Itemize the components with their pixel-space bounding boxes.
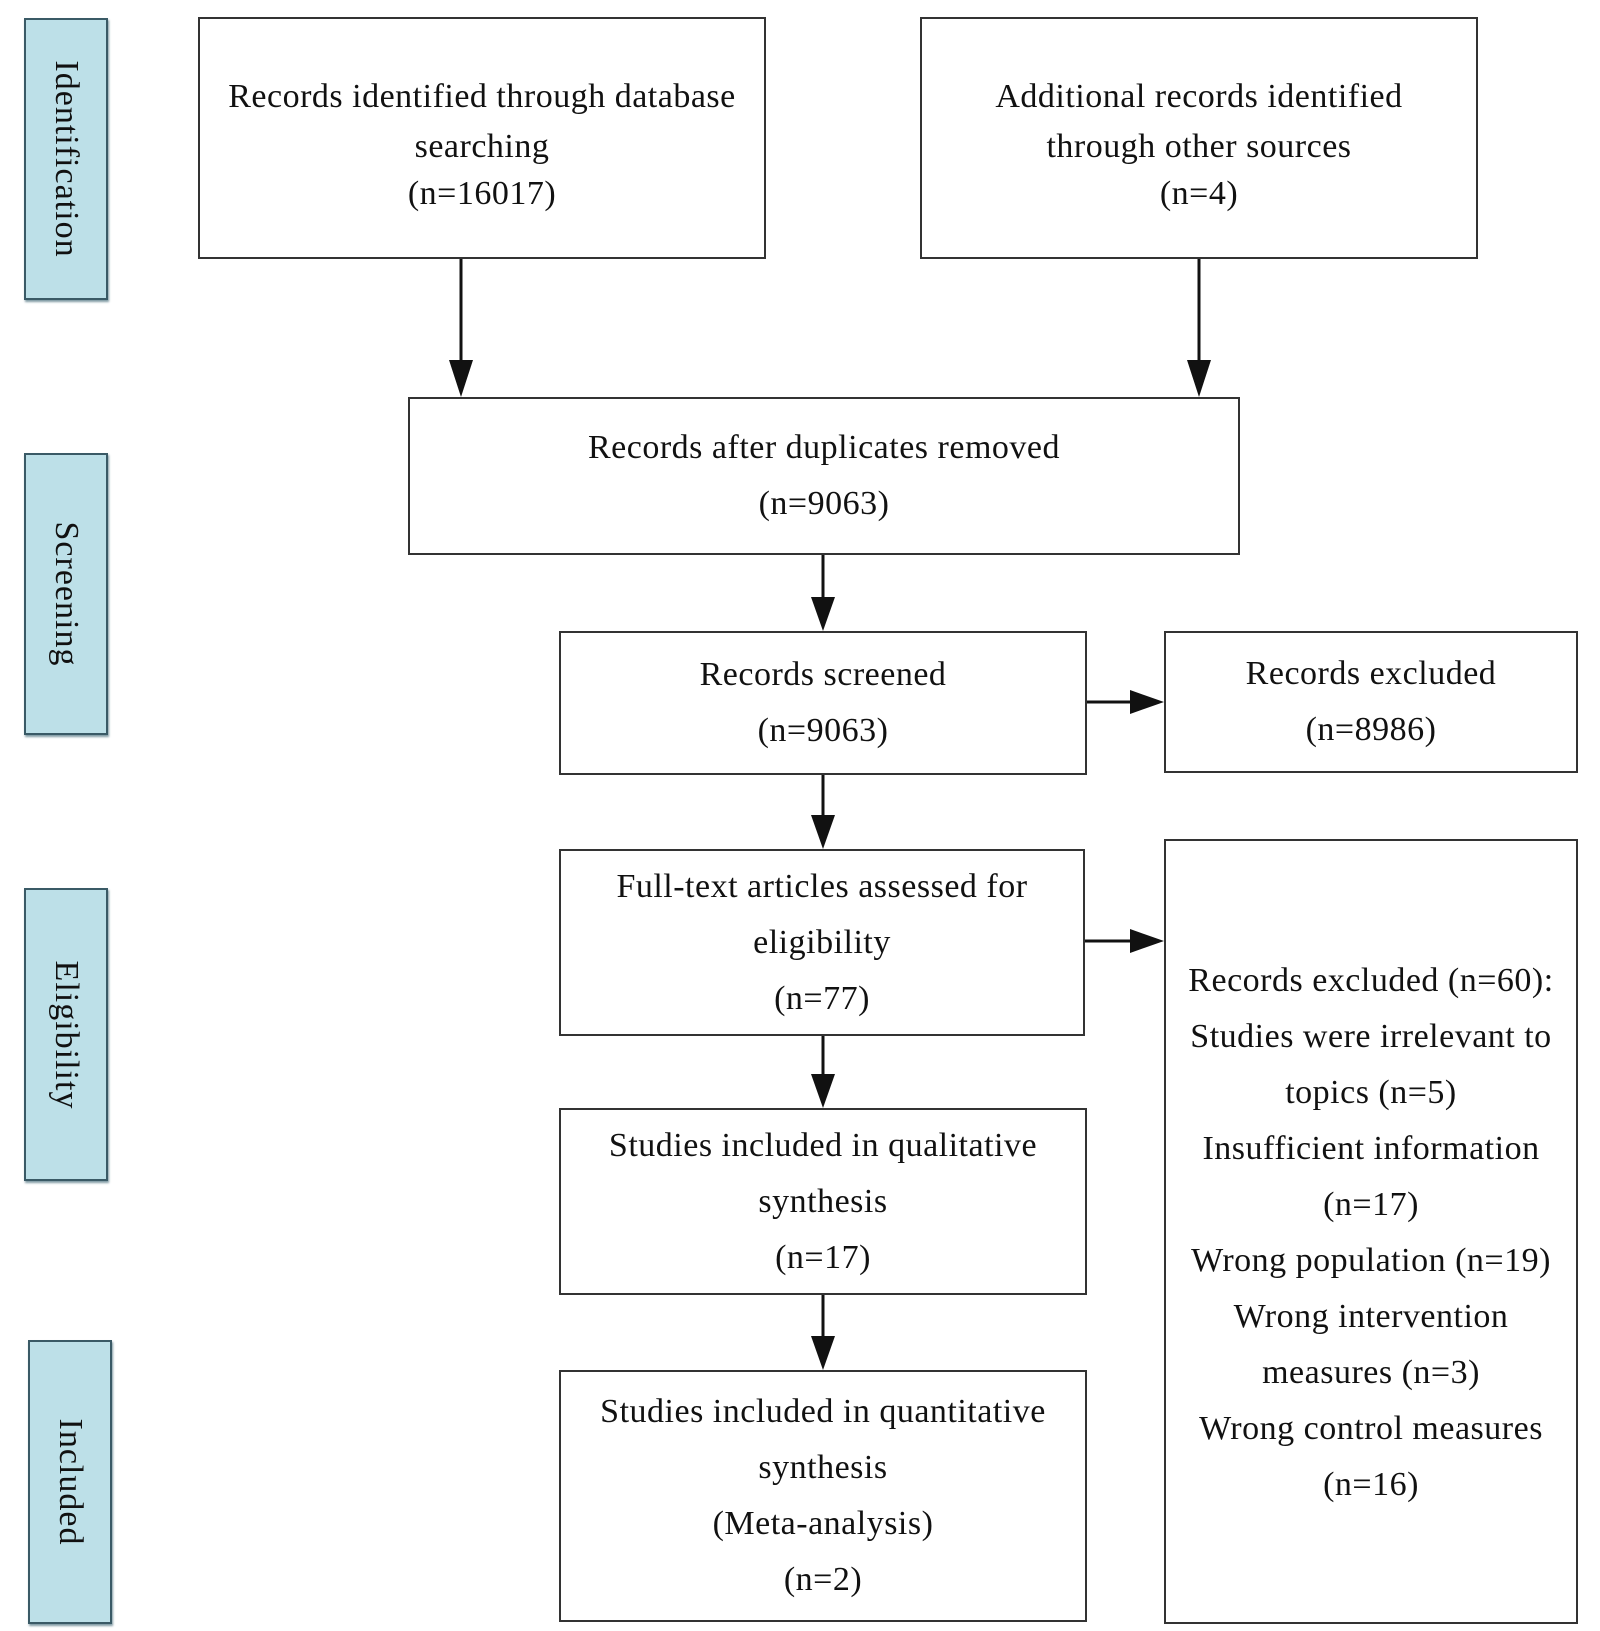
box-records-excluded-screening: Records excluded (n=8986) [1164, 631, 1578, 773]
box-line: Records excluded (n=60): [1188, 962, 1554, 999]
box-line: synthesis [758, 1182, 888, 1220]
box-line: (n=9063) [757, 712, 889, 749]
box-other-sources: Additional records identified through ot… [920, 17, 1478, 259]
box-line: Wrong control measures [1199, 1410, 1543, 1447]
box-line: measures (n=3) [1262, 1354, 1480, 1391]
arrowhead-other-sources [1187, 360, 1211, 397]
arrowhead-fulltext-down [811, 1074, 835, 1108]
arrowhead-qualitative-down [811, 1336, 835, 1370]
box-line: (n=17) [775, 1238, 871, 1276]
box-line: synthesis [758, 1449, 888, 1486]
box-line: searching [414, 128, 550, 165]
box-full-text-assessed: Full-text articles assessed for eligibil… [559, 849, 1085, 1036]
stage-label-identification: Identification [24, 18, 108, 300]
box-line: (n=17) [1323, 1186, 1419, 1223]
box-line: Records after duplicates removed [588, 429, 1060, 466]
box-line: (n=4) [1159, 175, 1239, 212]
box-line: (n=2) [783, 1561, 863, 1598]
box-line: Studies included in qualitative [608, 1126, 1038, 1164]
box-line: (n=8986) [1305, 711, 1437, 748]
box-line: Studies were irrelevant to [1190, 1018, 1552, 1055]
box-database-records: Records identified through database sear… [198, 17, 766, 259]
box-line: (n=77) [774, 979, 870, 1017]
box-records-excluded-full-text: Records excluded (n=60): Studies were ir… [1164, 839, 1578, 1624]
box-line: Records excluded [1245, 655, 1497, 692]
box-qualitative-synthesis: Studies included in qualitative synthesi… [559, 1108, 1087, 1295]
arrowhead-database [449, 360, 473, 397]
stage-label-screening: Screening [24, 453, 108, 735]
box-line: Additional records identified [995, 78, 1403, 115]
stage-label-included: Included [28, 1340, 112, 1624]
arrowhead-fulltext-right [1130, 929, 1164, 953]
box-line: Full-text articles assessed for [616, 867, 1028, 905]
stage-label-eligibility: Eligibility [24, 888, 108, 1181]
box-line: through other sources [1046, 128, 1352, 165]
box-line: (n=16) [1323, 1466, 1419, 1503]
box-line: (n=9063) [758, 485, 890, 522]
box-line: Insufficient information [1202, 1130, 1540, 1167]
box-records-screened: Records screened (n=9063) [559, 631, 1087, 775]
box-line: topics (n=5) [1285, 1074, 1457, 1111]
box-duplicates-removed: Records after duplicates removed (n=9063… [408, 397, 1240, 555]
box-line: Wrong population (n=19) [1191, 1242, 1551, 1279]
box-line: Studies included in quantitative [600, 1393, 1046, 1430]
arrowhead-screened-right [1130, 690, 1164, 714]
box-line: eligibility [753, 923, 891, 961]
box-line: (n=16017) [407, 175, 557, 212]
box-line: (Meta-analysis) [712, 1505, 934, 1542]
arrowhead-screened-down [811, 815, 835, 849]
box-line: Records screened [699, 656, 947, 693]
box-line: Wrong intervention [1233, 1298, 1509, 1335]
arrowhead-duplicates [811, 597, 835, 631]
box-line: Records identified through database [228, 78, 736, 115]
box-quantitative-synthesis: Studies included in quantitative synthes… [559, 1370, 1087, 1622]
